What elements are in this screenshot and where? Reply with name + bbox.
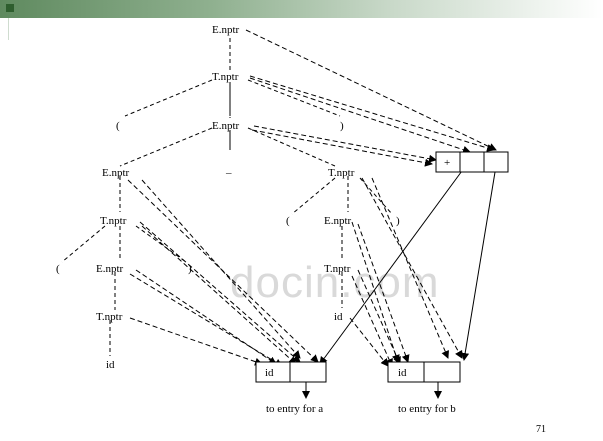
node-rparen-top: ) <box>340 120 344 132</box>
leaf-b-caption: to entry for b <box>398 403 456 415</box>
node-e-left2: E.nptr <box>96 263 124 275</box>
page-number: 71 <box>536 424 546 435</box>
node-minus: – <box>225 167 232 179</box>
node-lparen-left: ( <box>56 263 60 275</box>
node-lparen-top: ( <box>116 120 120 132</box>
leaf-a-id: id <box>265 367 274 379</box>
node-e-right: E.nptr <box>324 215 352 227</box>
watermark: docin.com <box>230 258 440 307</box>
node-lparen-right: ( <box>286 215 290 227</box>
pointer-arrows <box>127 29 497 367</box>
node-t-left2: T.nptr <box>96 311 123 323</box>
node-e-mid: E.nptr <box>212 120 240 132</box>
node-rparen-right: ) <box>396 215 400 227</box>
leaf-b-record: id <box>387 361 461 383</box>
node-e-left: E.nptr <box>102 167 130 179</box>
node-t-left: T.nptr <box>100 215 127 227</box>
plus-op-label: + <box>444 157 450 169</box>
parse-tree-edges <box>61 38 393 356</box>
leaf-b-id: id <box>398 367 407 379</box>
title-bar <box>0 0 603 18</box>
bullet-square-icon <box>6 4 14 12</box>
node-rparen-left: ) <box>188 263 192 275</box>
node-t-right2: T.nptr <box>324 263 351 275</box>
leaf-a-caption: to entry for a <box>266 403 323 415</box>
tree-labels: E.nptr T.nptr ( E.nptr ) E.nptr – T.nptr… <box>56 24 400 371</box>
node-id-right: id <box>334 311 343 323</box>
node-t-top: T.nptr <box>212 71 239 83</box>
node-e-top: E.nptr <box>212 24 240 36</box>
plus-node-record: + <box>435 151 509 173</box>
divider <box>8 18 9 40</box>
node-t-right: T.nptr <box>328 167 355 179</box>
leaf-a-record: id <box>255 361 327 383</box>
node-id-left: id <box>106 359 115 371</box>
